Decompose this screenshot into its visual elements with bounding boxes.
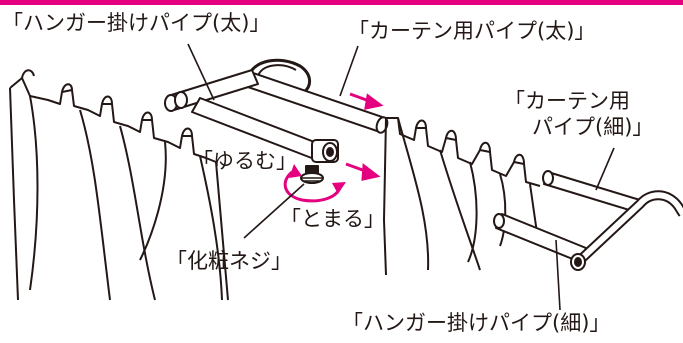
right-curtain xyxy=(383,117,541,276)
label-curtain-pipe-thin-line1: 「カーテン用 xyxy=(504,89,630,113)
label-curtain-pipe-thick: 「カーテン用パイプ(太)」 xyxy=(348,19,596,43)
direction-arrow-icon xyxy=(345,162,381,181)
rotation-arrow-icon xyxy=(283,164,346,203)
lower-frame xyxy=(493,170,683,271)
top-accent-bar xyxy=(0,0,683,5)
leader-lines xyxy=(187,43,615,311)
label-loosen: 「ゆるむ」 xyxy=(192,149,297,173)
left-curtain xyxy=(9,69,229,301)
label-hanger-pipe-thin: 「ハンガー掛けパイプ(細)」 xyxy=(342,311,611,335)
label-curtain-pipe-thin-line2: パイプ(細)」 xyxy=(532,115,654,139)
label-hanger-pipe-thick: 「ハンガー掛けパイプ(太)」 xyxy=(2,11,271,35)
direction-arrow-icon xyxy=(349,92,384,110)
upper-frame xyxy=(164,58,389,184)
label-tighten: 「とまる」 xyxy=(280,207,385,231)
label-decorative-screw: 「化粧ネジ」 xyxy=(166,249,292,273)
